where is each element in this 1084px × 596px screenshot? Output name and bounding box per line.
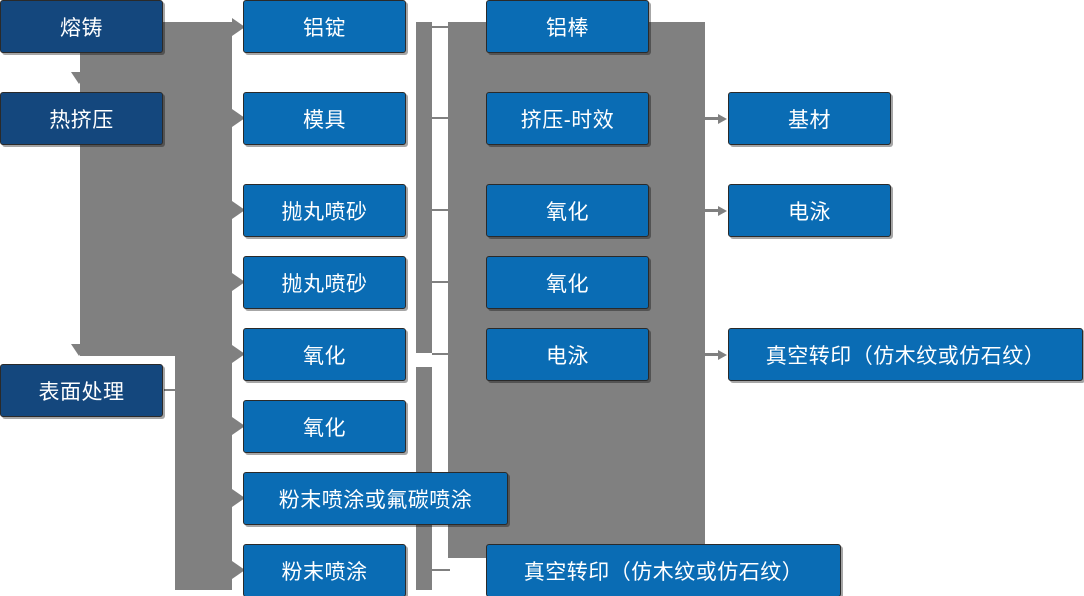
process-box-shot-blasting-1[interactable]: 抛丸喷砂 bbox=[243, 184, 406, 237]
process-box-powder-coating[interactable]: 粉末喷涂 bbox=[243, 544, 406, 596]
process-box-oxidation-c2-2[interactable]: 氧化 bbox=[243, 400, 406, 453]
process-label: 铝棒 bbox=[546, 16, 589, 40]
left-connector-arrow-down-2 bbox=[71, 344, 87, 356]
process-label: 氧化 bbox=[303, 344, 346, 368]
process-box-powder-or-pvdf-coating[interactable]: 粉末喷涂或氟碳喷涂 bbox=[243, 472, 508, 525]
arrow-stem bbox=[705, 209, 718, 212]
arrow-to-electrophoresis bbox=[705, 205, 727, 216]
stage-label: 表面处理 bbox=[38, 380, 125, 404]
left-arrow-tip-7 bbox=[232, 489, 245, 507]
arrow-to-vacuum-transfer bbox=[705, 349, 727, 360]
left-arrow-tip-5 bbox=[232, 345, 245, 363]
stage-label: 熔铸 bbox=[60, 16, 103, 40]
process-label: 真空转印（仿木纹或仿石纹） bbox=[765, 344, 1046, 368]
arrow-head bbox=[718, 205, 727, 216]
stage-box-surface-treatment[interactable]: 表面处理 bbox=[0, 364, 163, 417]
process-box-vacuum-transfer-c4[interactable]: 真空转印（仿木纹或仿石纹） bbox=[728, 328, 1083, 381]
left-connector-narrow-bar bbox=[175, 22, 232, 590]
process-box-electrophoresis-c3[interactable]: 电泳 bbox=[486, 328, 649, 381]
arrow-stem bbox=[705, 117, 718, 120]
process-box-shot-blasting-2[interactable]: 抛丸喷砂 bbox=[243, 256, 406, 309]
process-label: 挤压-时效 bbox=[520, 108, 615, 132]
process-label: 粉末喷涂 bbox=[281, 560, 368, 584]
left-arrow-tip-4 bbox=[232, 273, 245, 291]
left-arrow-tip-6 bbox=[232, 417, 245, 435]
surface-treatment-connector-line bbox=[164, 389, 188, 391]
process-box-electrophoresis-c4[interactable]: 电泳 bbox=[728, 184, 891, 237]
process-box-aluminum-bar[interactable]: 铝棒 bbox=[486, 0, 649, 53]
process-label: 粉末喷涂或氟碳喷涂 bbox=[278, 488, 473, 512]
process-label: 真空转印（仿木纹或仿石纹） bbox=[523, 560, 804, 584]
arrow-to-substrate bbox=[705, 113, 727, 124]
middle-connector-tick-3 bbox=[432, 209, 450, 211]
stage-box-melt-cast[interactable]: 熔铸 bbox=[0, 0, 163, 53]
left-arrow-tip-8 bbox=[232, 561, 245, 579]
process-label: 模具 bbox=[303, 108, 346, 132]
arrow-head bbox=[718, 113, 727, 124]
middle-connector-tick-4 bbox=[432, 281, 450, 283]
process-box-mould[interactable]: 模具 bbox=[243, 92, 406, 145]
process-label: 铝锭 bbox=[303, 16, 346, 40]
arrow-head bbox=[718, 349, 727, 360]
process-box-aluminum-ingot[interactable]: 铝锭 bbox=[243, 0, 406, 53]
process-label: 电泳 bbox=[546, 344, 589, 368]
process-box-substrate[interactable]: 基材 bbox=[728, 92, 891, 145]
stage-box-hot-extrusion[interactable]: 热挤压 bbox=[0, 92, 163, 145]
left-connector-arrow-down-1 bbox=[71, 72, 87, 84]
stage-label: 热挤压 bbox=[49, 108, 114, 132]
middle-connector-tick-6 bbox=[432, 569, 450, 571]
left-arrow-tip-3 bbox=[232, 201, 245, 219]
process-label: 基材 bbox=[788, 108, 831, 132]
process-box-oxidation-c3-2[interactable]: 氧化 bbox=[486, 256, 649, 309]
left-arrow-tip-2 bbox=[232, 109, 245, 127]
process-label: 氧化 bbox=[546, 200, 589, 224]
process-box-oxidation-c3-1[interactable]: 氧化 bbox=[486, 184, 649, 237]
process-box-vacuum-transfer-c3[interactable]: 真空转印（仿木纹或仿石纹） bbox=[486, 544, 841, 596]
process-box-oxidation-c2-1[interactable]: 氧化 bbox=[243, 328, 406, 381]
middle-connector-tick-2 bbox=[432, 117, 450, 119]
process-label: 氧化 bbox=[303, 416, 346, 440]
process-label: 抛丸喷砂 bbox=[281, 272, 368, 296]
process-label: 抛丸喷砂 bbox=[281, 200, 368, 224]
arrow-stem bbox=[705, 353, 718, 356]
process-label: 氧化 bbox=[546, 272, 589, 296]
process-box-extrusion-aging[interactable]: 挤压-时效 bbox=[486, 92, 649, 145]
middle-connector-tick-5 bbox=[432, 353, 450, 355]
process-label: 电泳 bbox=[788, 200, 831, 224]
middle-connector-tick-1 bbox=[432, 26, 450, 28]
left-arrow-tip-1 bbox=[232, 18, 245, 36]
middle-connector-narrow-bar-upper bbox=[416, 22, 432, 353]
